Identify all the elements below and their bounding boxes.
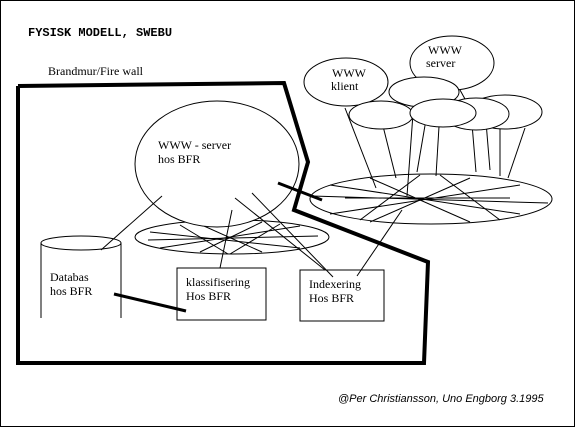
internal-connections bbox=[100, 192, 334, 278]
klassifisering-label-2: Hos BFR bbox=[186, 289, 231, 303]
indexering-box bbox=[299, 269, 385, 322]
external-node-cluster bbox=[303, 35, 543, 131]
www-server-ext-label-1: WWW bbox=[428, 43, 463, 57]
klassifisering-label-1: klassifisering bbox=[186, 275, 250, 289]
internet-network bbox=[309, 173, 553, 225]
www-server-bfr-label-2: hos BFR bbox=[158, 152, 200, 166]
diagram-title: FYSISK MODELL, SWEBU bbox=[28, 26, 172, 40]
www-node-mid bbox=[409, 98, 477, 128]
www-klient-label-2: klient bbox=[331, 79, 359, 93]
internet-network-mesh bbox=[311, 174, 549, 223]
www-klient bbox=[303, 57, 389, 107]
databas-label-2: hos BFR bbox=[50, 284, 92, 298]
databas-cylinder bbox=[40, 235, 122, 318]
firewall-boundary bbox=[16, 80, 431, 365]
internal-network-mesh bbox=[147, 221, 319, 255]
databas-klass-link bbox=[113, 292, 187, 313]
www-server-ext-label-2: server bbox=[426, 56, 455, 70]
www-klient-label-1: WWW bbox=[332, 66, 367, 80]
server-internet-link bbox=[277, 181, 323, 202]
credit-text: @Per Christiansson, Uno Engborg 3.1995 bbox=[338, 393, 544, 405]
www-server-bfr-label-1: WWW - server bbox=[158, 138, 231, 152]
firewall-label: Brandmur/Fire wall bbox=[48, 64, 144, 78]
klassifisering-box bbox=[176, 267, 267, 321]
indexering-label-2: Hos BFR bbox=[309, 291, 354, 305]
www-node-left bbox=[348, 100, 414, 130]
databas-label-1: Databas bbox=[50, 270, 89, 284]
indexering-label-1: Indexering bbox=[309, 277, 361, 291]
www-server-bfr bbox=[134, 100, 300, 228]
indexering-internet-link bbox=[356, 209, 403, 277]
